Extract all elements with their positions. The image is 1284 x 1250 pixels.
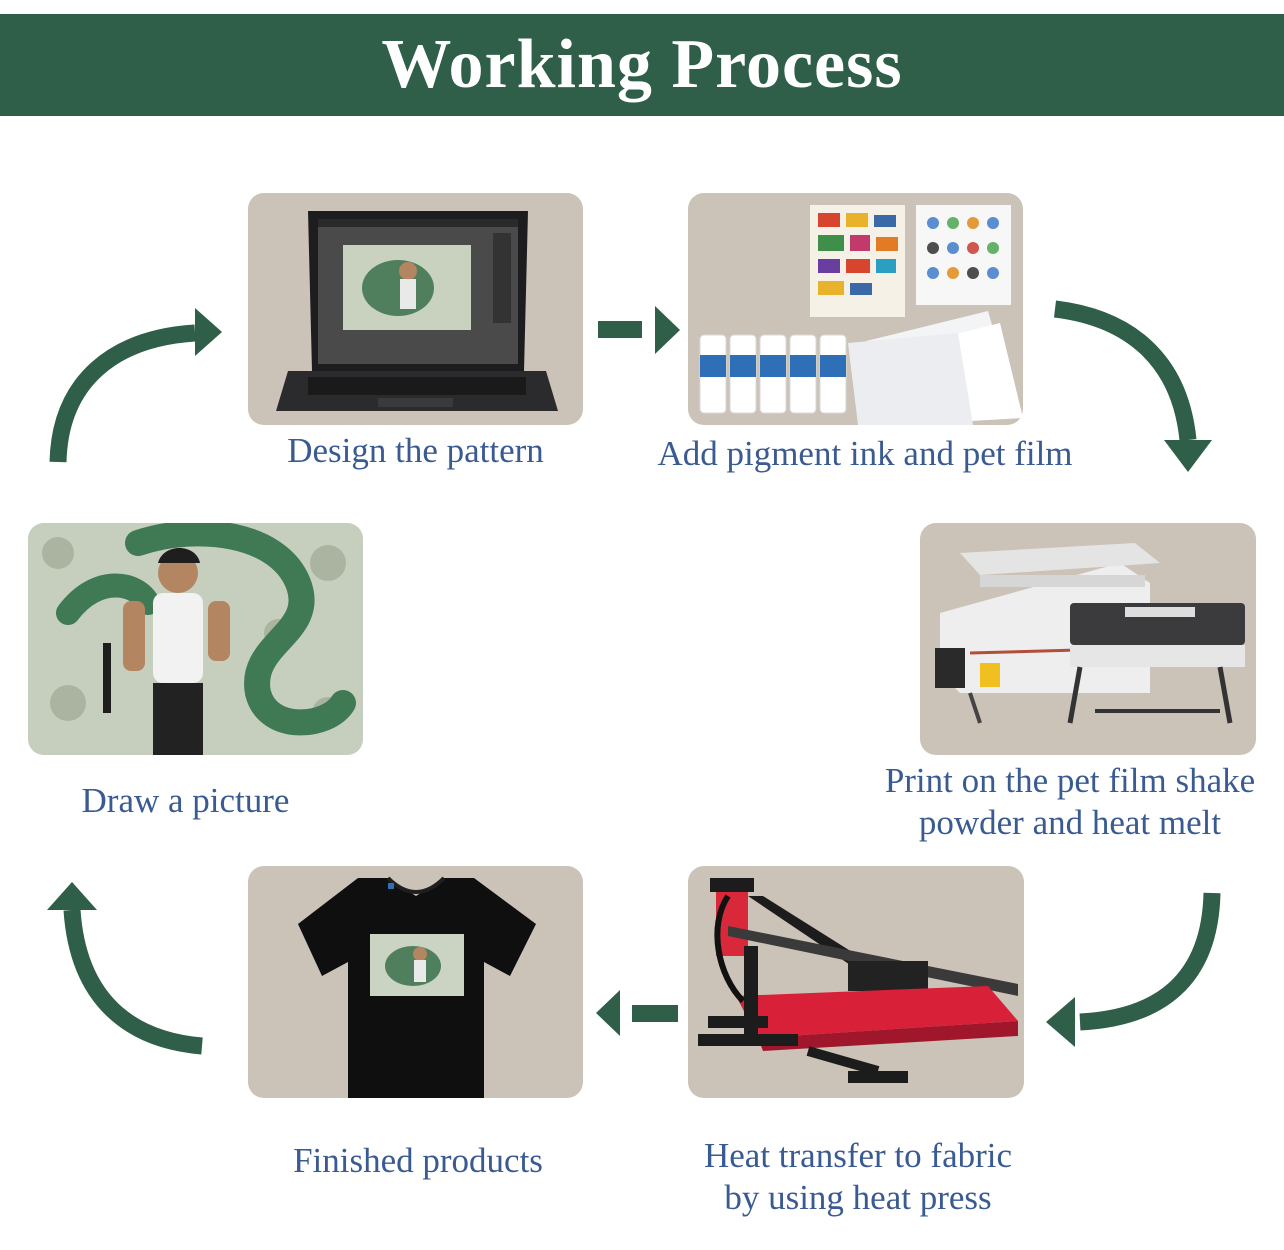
step-print-card — [920, 523, 1256, 755]
step-heat-press-label-line1: Heat transfer to fabric — [703, 1136, 1013, 1175]
step-heat-press-card — [688, 866, 1024, 1098]
step-print-label-line2: powder and heat melt — [918, 803, 1222, 842]
ink-and-film-icon — [699, 205, 1023, 425]
dtf-printer-icon — [935, 543, 1245, 724]
arrow-curve-left-bottom — [1046, 892, 1221, 1047]
step-draw-card — [28, 523, 363, 755]
step-print-label-line1: Print on the pet film shake — [884, 761, 1256, 800]
laptop-icon — [276, 211, 558, 411]
title-banner: Working Process — [0, 14, 1284, 116]
dragon-artwork-icon — [28, 523, 363, 755]
tshirt-icon — [298, 876, 536, 1098]
step-print-label: Print on the pet film shake powder and h… — [855, 760, 1284, 844]
step-heat-press-label-line2: by using heat press — [724, 1178, 992, 1217]
arrow-curve-up-left — [47, 882, 203, 1055]
step-finished-card — [248, 866, 583, 1098]
step-design-label: Design the pattern — [287, 431, 544, 470]
heat-press-icon — [698, 878, 1018, 1083]
arrow-left-1 — [596, 990, 678, 1036]
step-ink-film-label: Add pigment ink and pet film — [657, 434, 1073, 473]
arrow-right-1 — [598, 306, 680, 354]
arrow-curve-right-top — [49, 308, 222, 463]
step-heat-press-label: Heat transfer to fabric by using heat pr… — [640, 1135, 1076, 1219]
step-finished-label: Finished products — [293, 1141, 543, 1180]
step-design-card — [248, 193, 583, 425]
step-draw-label: Draw a picture — [81, 781, 290, 820]
step-ink-film-card — [688, 193, 1023, 425]
page-title: Working Process — [381, 26, 903, 103]
